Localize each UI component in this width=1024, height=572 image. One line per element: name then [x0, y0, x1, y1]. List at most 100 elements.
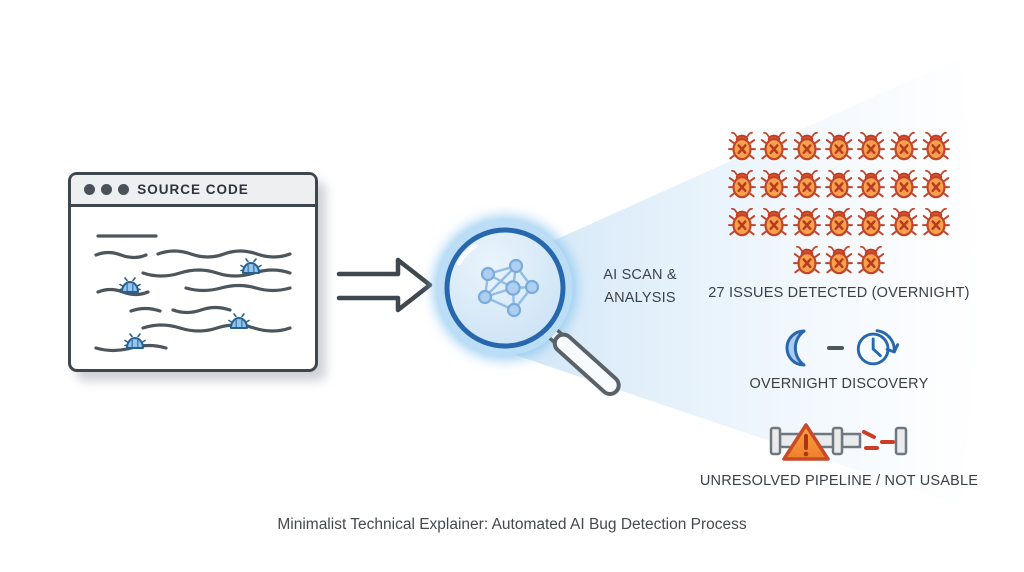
bug-legs	[857, 177, 886, 198]
code-lines	[94, 234, 292, 353]
bug-legs	[921, 139, 950, 160]
window-dot-icon	[118, 184, 129, 195]
red-bug-icon	[857, 131, 886, 161]
discovery-label: OVERNIGHT DISCOVERY	[749, 376, 929, 392]
red-bug-icon	[857, 169, 886, 199]
magnifier-icon	[433, 216, 621, 396]
red-bug-icon	[921, 207, 950, 237]
neural-network-icon	[477, 258, 540, 318]
bug-x-mark	[866, 220, 876, 231]
bug-legs	[921, 177, 950, 198]
bug-legs	[825, 177, 853, 198]
lens-highlight	[456, 243, 478, 266]
bug-x-mark	[834, 144, 844, 155]
bug-x-mark	[737, 182, 747, 193]
bug-legs	[792, 177, 821, 198]
code-line	[141, 268, 292, 278]
bug-x-mark	[769, 220, 779, 231]
bug-legs	[889, 177, 918, 198]
blue-bug-icon	[124, 333, 146, 349]
bug-legs	[760, 139, 789, 160]
bug-antennae	[860, 131, 883, 138]
caption: Minimalist Technical Explainer: Automate…	[277, 516, 747, 533]
bug-antennae	[892, 207, 915, 214]
blue-bug-icon	[240, 258, 262, 274]
bug-x-mark	[802, 220, 812, 231]
pipe-segment	[840, 432, 862, 449]
bug-x-mark	[802, 258, 812, 269]
red-bug-icon	[792, 169, 821, 199]
bug-legs	[792, 215, 821, 236]
bug-x-mark	[899, 182, 909, 193]
bug-legs	[857, 253, 886, 274]
red-bug-icon	[792, 245, 821, 275]
bug-x-mark	[931, 144, 941, 155]
bug-legs	[857, 139, 886, 160]
scan-label-line1: AI SCAN &	[603, 267, 677, 283]
bug-x-mark	[737, 144, 747, 155]
bug-x-mark	[802, 144, 812, 155]
bug-x-mark	[737, 220, 747, 231]
bug-antennae	[892, 131, 915, 138]
bug-antennae	[828, 245, 850, 252]
red-bug-icon	[760, 207, 789, 237]
warning-triangle-icon	[782, 423, 830, 461]
bug-antennae	[795, 207, 818, 214]
bug-antennae	[924, 169, 947, 176]
scan-beam	[506, 58, 985, 505]
pipe-flange	[769, 426, 782, 456]
red-bug-icon	[857, 207, 886, 237]
red-bug-icon	[825, 131, 853, 161]
red-bug-icon	[825, 245, 853, 275]
red-bug-icon	[760, 169, 789, 199]
bug-x-mark	[834, 182, 844, 193]
red-bug-icon	[889, 131, 918, 161]
bug-antennae	[731, 207, 754, 214]
bug-antennae	[763, 169, 786, 176]
bug-antennae	[828, 169, 850, 176]
arrow-right-icon	[336, 257, 433, 313]
red-bug-icon	[728, 169, 757, 199]
bug-antennae	[860, 169, 883, 176]
bug-legs	[792, 139, 821, 160]
bug-antennae	[763, 207, 786, 214]
bug-antennae	[795, 131, 818, 138]
red-bug-icon	[792, 131, 821, 161]
code-line	[184, 283, 292, 293]
window-dot-icon	[84, 184, 95, 195]
bug-antennae	[892, 169, 915, 176]
overnight-icons	[778, 326, 901, 370]
blue-bug-icon	[119, 277, 141, 293]
red-bug-icon	[728, 207, 757, 237]
red-bug-icon	[921, 131, 950, 161]
bug-antennae	[924, 131, 947, 138]
bug-x-mark	[931, 220, 941, 231]
red-bug-icon	[792, 207, 821, 237]
bug-grid	[712, 130, 966, 275]
bug-legs	[728, 215, 757, 236]
bug-antennae	[828, 131, 850, 138]
bug-legs	[857, 215, 886, 236]
scan-label-line2: ANALYSIS	[604, 289, 676, 306]
bug-x-mark	[769, 182, 779, 193]
scan-label: AI SCAN & ANALYSIS	[592, 264, 688, 309]
bug-x-mark	[866, 144, 876, 155]
bug-x-mark	[802, 182, 812, 193]
red-bug-icon	[825, 169, 853, 199]
bug-x-mark	[834, 220, 844, 231]
code-line	[141, 323, 292, 333]
bug-x-mark	[769, 144, 779, 155]
pipe-flange	[894, 426, 908, 456]
bug-legs	[889, 139, 918, 160]
bug-antennae	[860, 207, 883, 214]
bug-x-mark	[834, 258, 844, 269]
bug-legs	[728, 177, 757, 198]
bug-legs	[825, 253, 853, 274]
blue-bug-icon	[228, 313, 250, 329]
code-line	[129, 306, 162, 313]
bug-antennae	[731, 131, 754, 138]
moon-icon	[785, 329, 805, 367]
bug-legs	[921, 215, 950, 236]
issues-label: 27 ISSUES DETECTED (OVERNIGHT)	[708, 285, 970, 301]
